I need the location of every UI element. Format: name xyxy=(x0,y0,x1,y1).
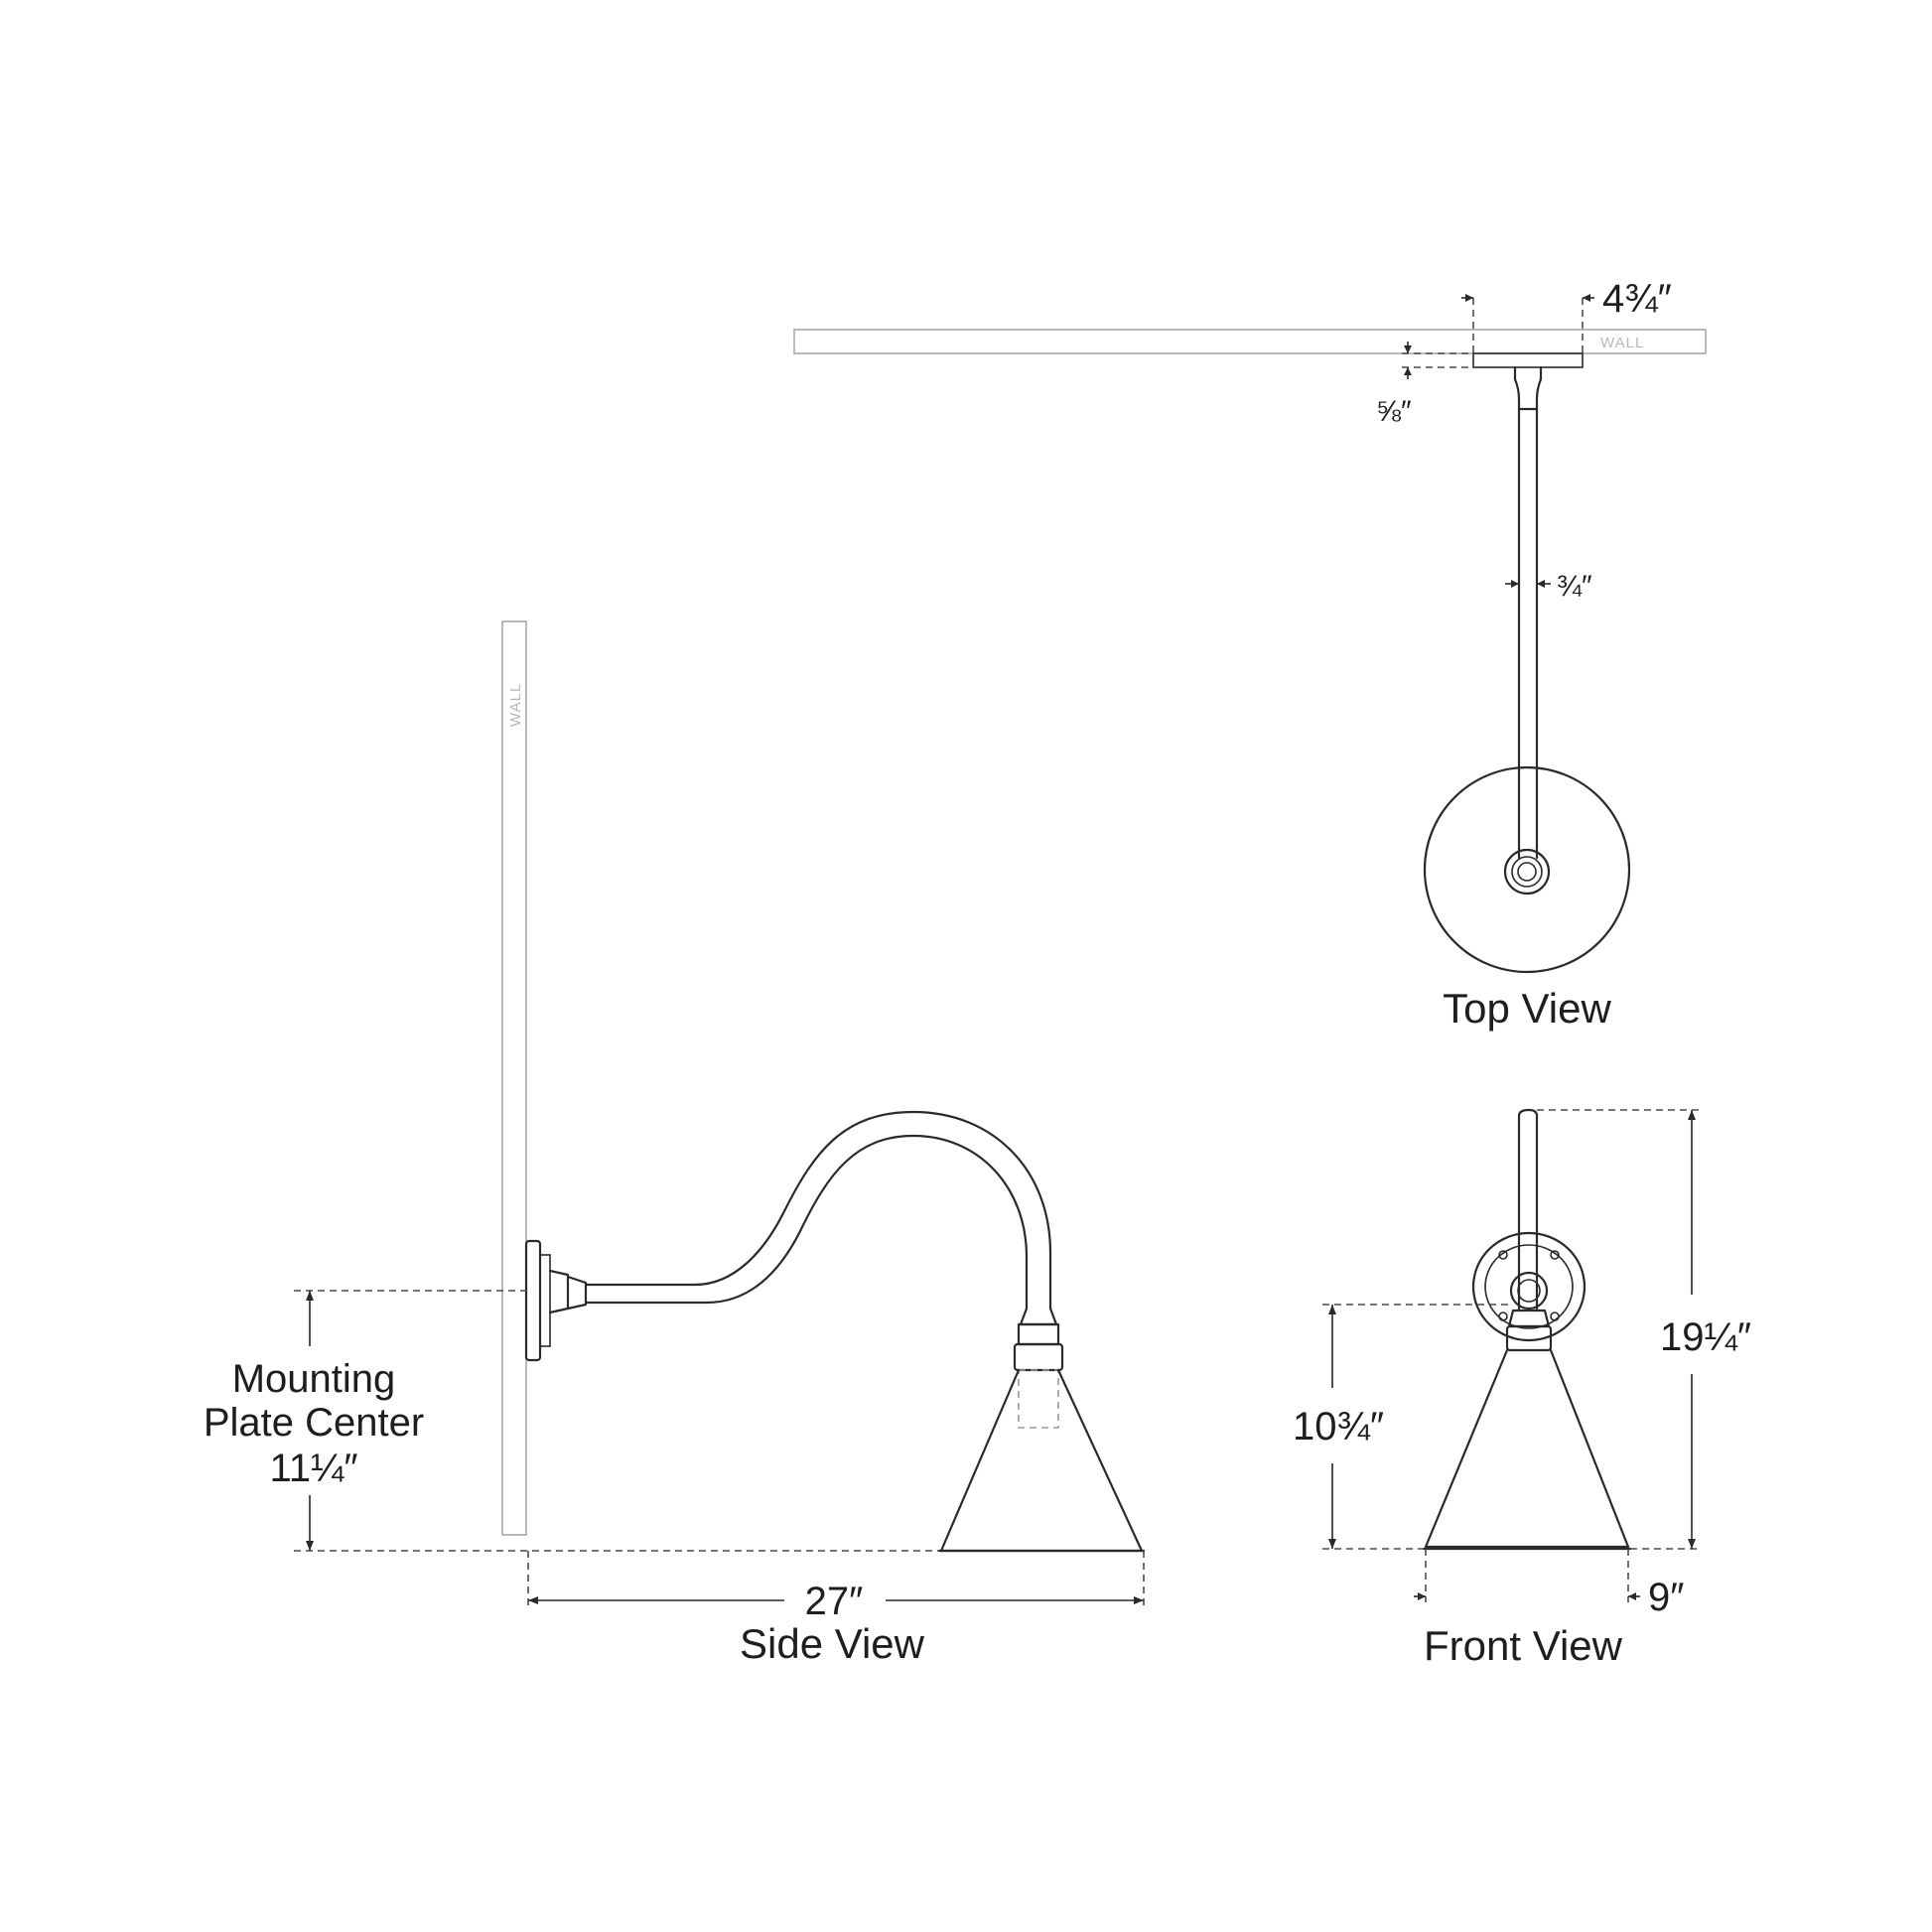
side-arm-lower xyxy=(584,1134,1029,1311)
top-wall xyxy=(793,329,1707,354)
front-backplate xyxy=(1471,1231,1587,1342)
side-view: WALL Mounting Plate Center 11¼″ xyxy=(204,621,1146,1667)
dim-overall-height: 19¼″ xyxy=(1660,1315,1751,1359)
side-arm-upper xyxy=(584,1110,1052,1311)
side-shade xyxy=(939,1368,1144,1553)
dim-arm-diameter: ¾″ xyxy=(1557,570,1592,603)
front-arm xyxy=(1517,1108,1539,1312)
side-wall xyxy=(501,621,527,1536)
mounting-label-line2: Plate Center xyxy=(204,1401,424,1445)
front-view: 19¼″ 10¾″ 9″ Front View xyxy=(1293,1108,1751,1669)
top-wall-label: WALL xyxy=(1600,335,1644,351)
front-shade xyxy=(1424,1348,1630,1549)
side-view-title: Side View xyxy=(740,1620,925,1667)
mounting-label-line1: Mounting xyxy=(232,1357,396,1401)
dim-backplate-width: 4¾″ xyxy=(1602,277,1672,321)
dim-projection: 27″ xyxy=(805,1580,864,1623)
dim-mounting-height: 11¼″ xyxy=(269,1447,357,1490)
dim-backplate-depth: ⅝″ xyxy=(1376,395,1412,428)
top-backplate xyxy=(1472,352,1584,368)
dim-shade-width: 9″ xyxy=(1648,1576,1684,1619)
top-view-title: Top View xyxy=(1443,985,1611,1032)
side-backplate xyxy=(524,1239,542,1362)
side-wall-label: WALL xyxy=(507,683,524,727)
front-view-title: Front View xyxy=(1424,1622,1623,1669)
dim-shade-height: 10¾″ xyxy=(1293,1405,1384,1449)
top-shade xyxy=(1423,765,1631,974)
top-view: WALL 4¾″ ⅝″ ¾″ Top View xyxy=(793,277,1707,1032)
